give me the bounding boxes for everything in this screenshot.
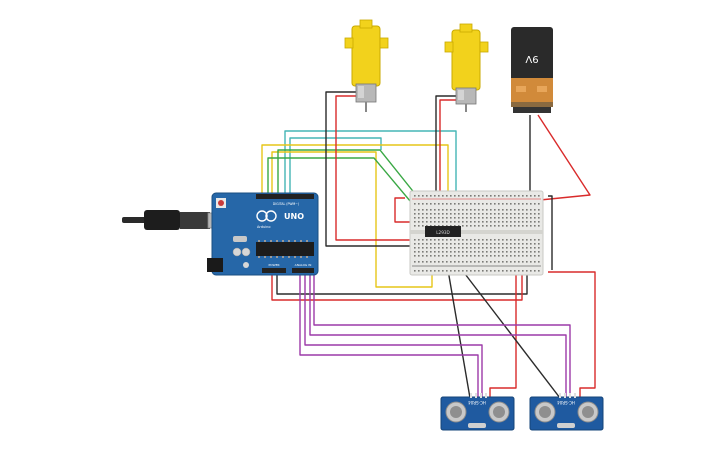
arduino-header-analog: ANALOG IN xyxy=(295,263,312,267)
ultrasonic-sensor-2[interactable]: HC-SR04 xyxy=(529,393,604,431)
wire-black-bb xyxy=(548,195,553,270)
wire-yellow-2 xyxy=(271,151,433,288)
wire-red-sensor1 xyxy=(489,272,517,398)
wire-red-motor2 xyxy=(439,99,458,230)
arduino-header-digital: DIGITAL (PWM~) xyxy=(273,202,299,206)
wire-red-motor1 xyxy=(335,95,430,241)
wire-black-motor2 xyxy=(435,95,456,230)
wire-black-sensor2 xyxy=(461,269,561,399)
wire-black-sensor1 xyxy=(447,269,471,399)
wire-yellow-1 xyxy=(261,144,449,230)
wire-red-5v xyxy=(271,272,523,301)
wire-black-gnd xyxy=(276,270,528,295)
dc-motor-2[interactable] xyxy=(444,23,489,112)
driver-label: L293D xyxy=(436,230,450,235)
arduino-brand: Arduino xyxy=(257,225,271,229)
arduino-model: UNO xyxy=(284,212,304,221)
wire-teal-1 xyxy=(284,130,457,230)
wire-purple-1 xyxy=(299,272,479,398)
arduino-header-power: POWER xyxy=(268,263,279,267)
wire-purple-4 xyxy=(313,272,571,398)
wire-green-2 xyxy=(267,157,427,221)
wire-green-1 xyxy=(277,149,433,216)
ultrasonic-sensor-1[interactable]: HC-SR04 xyxy=(440,393,515,431)
battery-label: 9V xyxy=(525,53,538,64)
sensor-2-label: HC-SR04 xyxy=(557,400,575,405)
wire-red-bb-1 xyxy=(394,197,412,223)
arduino-uno[interactable]: DIGITAL (PWM~) UNO Arduino POWER ANALOG … xyxy=(207,192,319,276)
arduino-logo-icon xyxy=(256,210,268,222)
breadboard[interactable] xyxy=(409,190,544,276)
wire-black-motor1 xyxy=(325,91,432,247)
wire-purple-3 xyxy=(309,272,567,398)
wire-purple-2 xyxy=(304,272,483,398)
battery-9v[interactable]: 9V xyxy=(511,27,553,113)
breadboard-holes xyxy=(414,195,540,272)
sensor-1-label: HC-SR04 xyxy=(468,400,486,405)
dc-motor-1[interactable] xyxy=(344,19,389,112)
motor-driver-chip[interactable]: L293D xyxy=(425,226,461,237)
wire-red-sensor2 xyxy=(548,271,596,398)
wire-red-battery xyxy=(537,114,591,201)
